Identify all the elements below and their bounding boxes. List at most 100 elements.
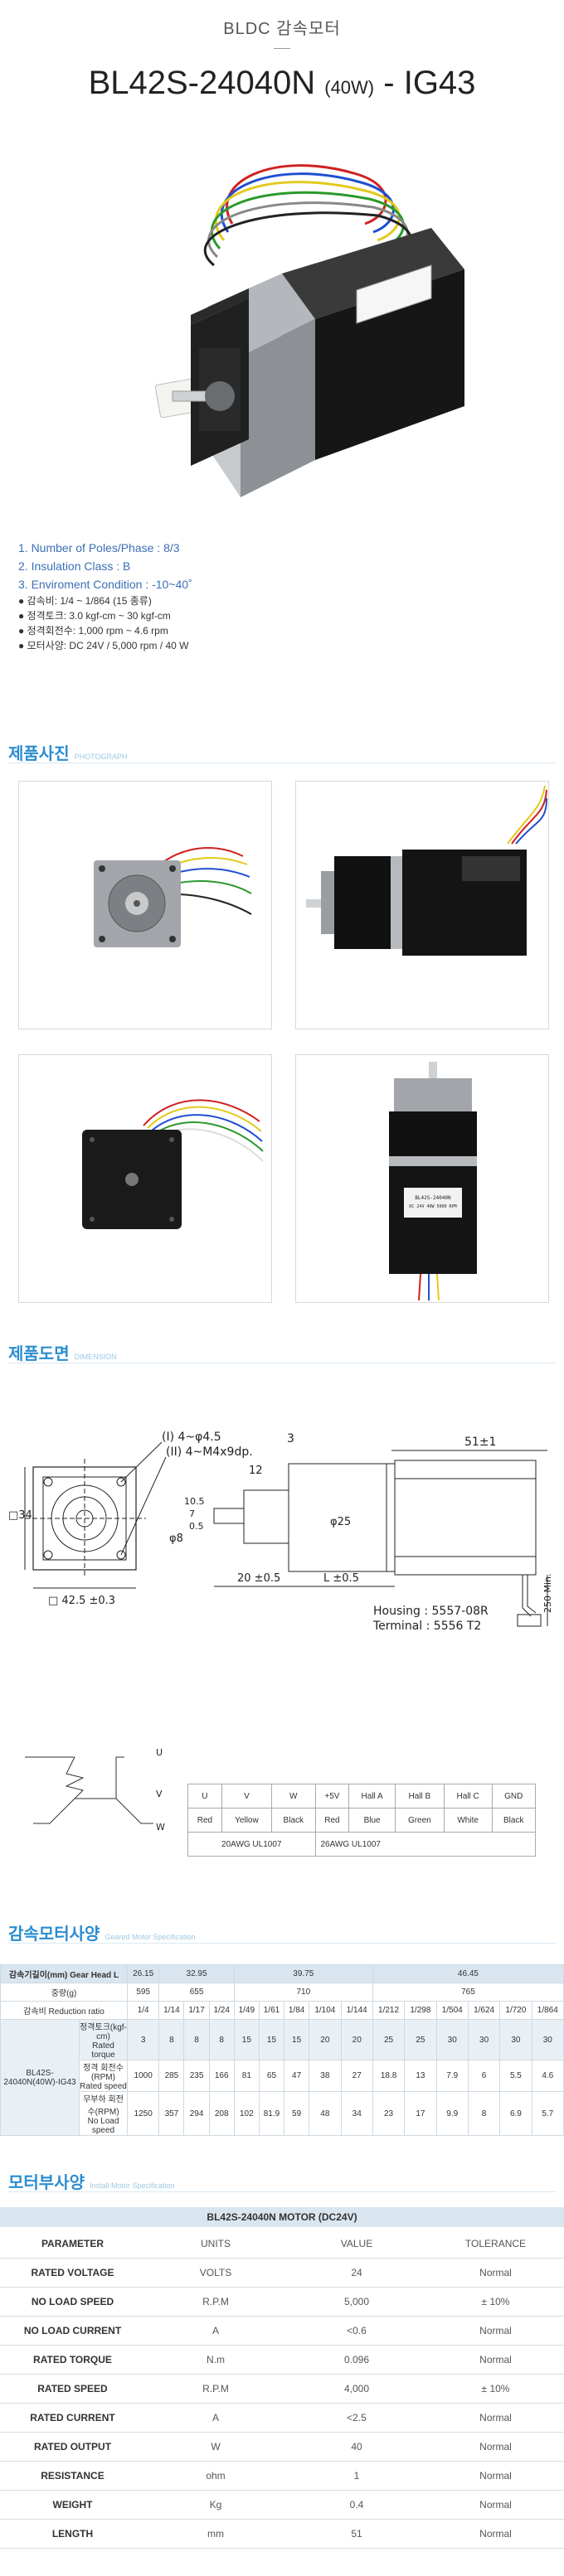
motor-tolerance: Normal (427, 2403, 564, 2433)
wiring-header: U (187, 1784, 222, 1809)
dimension-drawing: □34 □ 42.5 ±0.3 (I) 4~φ4.5 (II) 4~M4x9dp… (0, 1392, 564, 1641)
dim-small-3: 0.5 (189, 1521, 204, 1532)
model-gear: - IG43 (383, 65, 476, 101)
wiring-header: GND (491, 1784, 536, 1809)
phase-w-label: W (156, 1822, 165, 1833)
gear-noload: 34 (340, 2091, 373, 2136)
gear-rated-speed: 5.5 (499, 2060, 532, 2092)
photo-front (18, 781, 272, 1029)
motor-unit: A (145, 2403, 286, 2433)
product-model-title: BL42S-24040N (40W) - IG43 (0, 65, 564, 102)
gear-noload-label: 무부하 회전수(RPM)No Load speed (79, 2091, 128, 2136)
motor-col-header: UNITS (145, 2230, 286, 2259)
dim-shaft: φ8 (169, 1533, 183, 1545)
spec-insulation: 2. Insulation Class : B (18, 559, 131, 573)
wire-color: Yellow (221, 1808, 273, 1833)
dim-holes-2: (II) 4~M4x9dp. (166, 1445, 253, 1459)
wiring-header: V (221, 1784, 273, 1809)
gear-torque: 20 (309, 2019, 342, 2060)
motor-col-header: PARAMETER (0, 2230, 145, 2259)
gear-rated-speed: 6 (467, 2060, 501, 2092)
gear-torque: 25 (404, 2019, 437, 2060)
photo-top: BL42S-24040N DC 24V 40W 5000 RPM (295, 1054, 549, 1303)
gear-noload: 208 (208, 2091, 235, 2136)
motor-unit: R.P.M (145, 2287, 286, 2317)
gear-ratio-row: 감속비 Reduction ratio 1/4 1/14 1/17 1/24 1… (0, 2001, 564, 2020)
noload-label-ko: 무부하 회전수(RPM) (83, 2095, 124, 2117)
gear-rated-speed: 27 (340, 2060, 373, 2092)
section-subtitle: DIMENSION (74, 1353, 117, 1361)
dim-3: 3 (287, 1432, 294, 1445)
gear-length: 46.45 (372, 1964, 564, 1983)
gear-noload: 9.9 (435, 2091, 469, 2136)
gear-torque: 30 (467, 2019, 501, 2060)
motor-label-line1: BL42S-24040N (415, 1195, 451, 1201)
motor-value: 0.4 (286, 2490, 427, 2520)
torque-label-en: Rated torque (91, 2041, 115, 2060)
gear-rated-speed-row: 정격 회전수(RPM)Rated speed 1000 285 235 166 … (1, 2060, 564, 2092)
gear-rated-speed: 166 (208, 2060, 235, 2092)
motor-value: 0.096 (286, 2345, 427, 2375)
photo-back (18, 1054, 272, 1303)
motor-param: RATED CURRENT (0, 2403, 145, 2433)
wiring-header: W (271, 1784, 316, 1809)
motor-unit: VOLTS (145, 2258, 286, 2288)
gear-noload-row: 무부하 회전수(RPM)No Load speed 1250 357 294 2… (1, 2091, 564, 2136)
dim-small-1: 10.5 (184, 1496, 205, 1507)
gear-rated-speed: 7.9 (435, 2060, 469, 2092)
spec-motor: ● 모터사양: DC 24V / 5,000 rpm / 40 W (18, 640, 189, 651)
gear-model-label: BL42S-24040N(40W)-IG43 (0, 2019, 80, 2136)
gear-length: 39.75 (233, 1964, 373, 1983)
motor-unit: W (145, 2432, 286, 2462)
gear-noload: 17 (404, 2091, 437, 2136)
wire-color: Blue (348, 1808, 396, 1833)
gear-torque: 15 (233, 2019, 260, 2060)
product-category: BLDC 감속모터 (223, 20, 341, 38)
motor-value: <2.5 (286, 2403, 427, 2433)
motor-value: 51 (286, 2519, 427, 2549)
motor-col-header: VALUE (286, 2230, 427, 2259)
gear-ratio: 1/17 (183, 2001, 210, 2020)
dim-20: 20 ±0.5 (237, 1572, 280, 1585)
dim-square: □ 42.5 ±0.3 (48, 1595, 115, 1607)
gear-ratio-label: 감속비 Reduction ratio (0, 2001, 128, 2020)
motor-param: RATED TORQUE (0, 2345, 145, 2375)
motor-unit: R.P.M (145, 2374, 286, 2404)
gear-noload: 5.7 (531, 2091, 564, 2136)
wiring-header: Hall A (348, 1784, 396, 1809)
gear-noload: 48 (309, 2091, 342, 2136)
gear-weight: 765 (372, 1983, 564, 2002)
wire-color: White (443, 1808, 493, 1833)
wire-color: Red (314, 1808, 350, 1833)
gear-length-label: 감속기길이(mm) Gear Head L (0, 1964, 128, 1983)
motor-unit: ohm (145, 2461, 286, 2491)
motor-value: 5,000 (286, 2287, 427, 2317)
motor-param: RATED SPEED (0, 2374, 145, 2404)
motor-tolerance: Normal (427, 2490, 564, 2520)
motor-value: 24 (286, 2258, 427, 2288)
gear-ratio: 1/864 (531, 2001, 564, 2020)
gear-ratio: 1/624 (467, 2001, 501, 2020)
gear-noload: 294 (183, 2091, 210, 2136)
wiring-header-row: U V W +5V Hall A Hall B Hall C GND (187, 1784, 536, 1809)
gear-rated-speed: 18.8 (372, 2060, 406, 2092)
dim-cable: 250 Min. (542, 1573, 553, 1613)
photo-side (295, 781, 549, 1029)
gear-noload: 6.9 (499, 2091, 532, 2136)
motor-tolerance: Normal (427, 2461, 564, 2491)
gear-rated-speed: 4.6 (531, 2060, 564, 2092)
model-main: BL42S-24040N (88, 65, 316, 101)
gear-length-row: 감속기길이(mm) Gear Head L 26.15 32.95 39.75 … (0, 1964, 564, 1983)
gear-torque: 20 (340, 2019, 373, 2060)
cable-spec-power: 20AWG UL1007 (187, 1832, 316, 1857)
connector-terminal: Terminal : 5556 T2 (372, 1620, 481, 1633)
motor-table-title: BL42S-24040N MOTOR (DC24V) (0, 2207, 564, 2227)
gear-torque: 30 (435, 2019, 469, 2060)
motor-tolerance: Normal (427, 2316, 564, 2346)
gear-ratio: 1/61 (258, 2001, 285, 2020)
